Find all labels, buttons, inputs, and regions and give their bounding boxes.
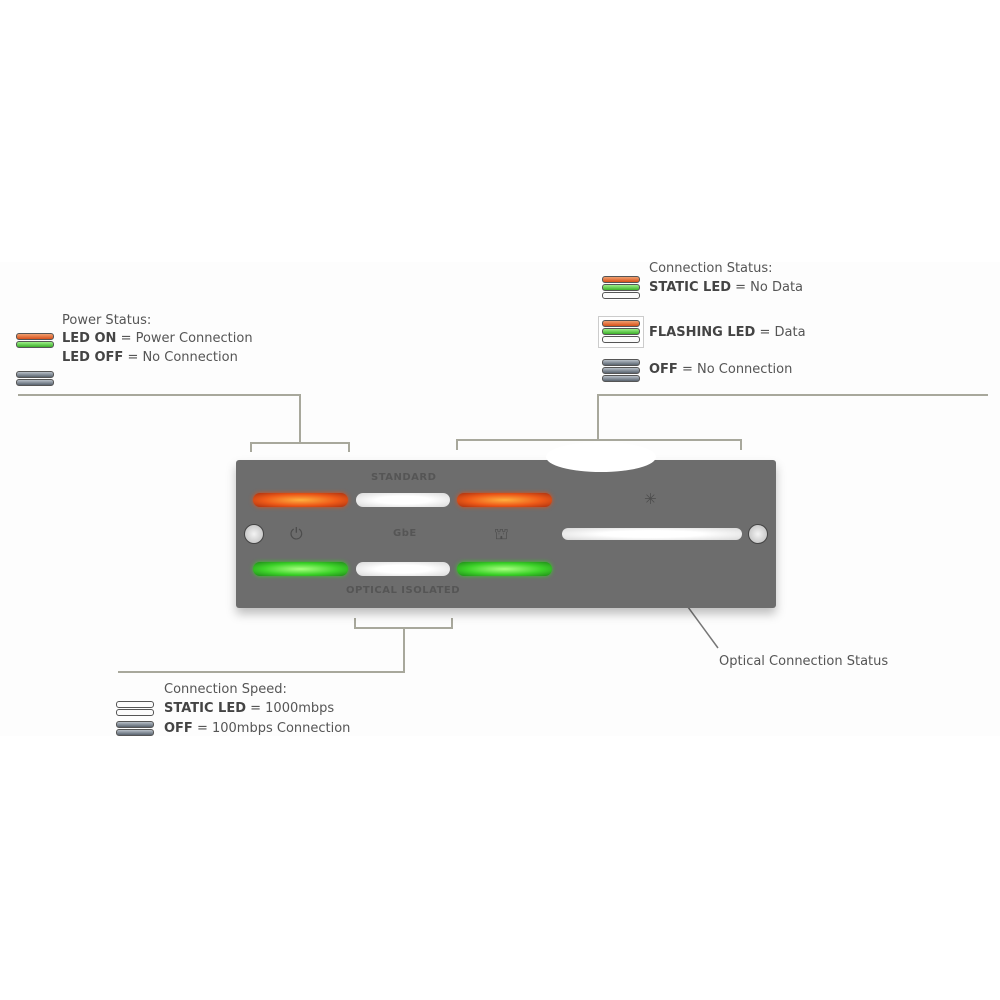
legend-value: = No Data — [735, 280, 804, 295]
speed-off-legend: OFF = 100mbps Connection — [164, 721, 350, 736]
flashing-led-legend: FLASHING LED = Data — [649, 325, 806, 340]
standard-label: STANDARD — [371, 472, 437, 483]
connection-led-green — [457, 562, 552, 576]
screw-right — [748, 524, 768, 544]
power-led-orange — [253, 493, 348, 507]
optical-isolated-label: OPTICAL ISOLATED — [346, 585, 461, 596]
power-on-legend: LED ON = Power Connection — [62, 331, 253, 346]
off-legend: OFF = No Connection — [649, 362, 792, 377]
flashing-led-swatch — [602, 320, 640, 344]
static-led-legend: STATIC LED = No Data — [649, 280, 803, 295]
gbe-label: GbE — [393, 528, 417, 539]
optical-connection-status-label: Optical Connection Status — [719, 654, 889, 669]
legend-key: STATIC LED — [164, 701, 246, 716]
speed-off-swatch — [116, 721, 154, 737]
laser-icon: ✳ — [644, 490, 657, 508]
network-icon: ⛫ — [494, 524, 509, 543]
legend-value: = Data — [759, 325, 806, 340]
connection-speed-title: Connection Speed: — [164, 682, 287, 697]
speed-static-legend: STATIC LED = 1000mbps — [164, 701, 334, 716]
power-status-title: Power Status: — [62, 313, 152, 328]
connection-led-orange — [457, 493, 552, 507]
off-swatch — [602, 359, 640, 383]
legend-value: = 100mbps Connection — [196, 721, 351, 736]
connection-bracket — [456, 439, 742, 450]
legend-key: OFF — [164, 721, 193, 736]
legend-key: OFF — [649, 362, 678, 377]
power-bracket — [250, 442, 350, 452]
network-card-bracket: STANDARD ⏻ GbE ⛫ ✳ OPTICAL ISOLATED — [236, 442, 776, 608]
speed-static-swatch — [116, 701, 154, 717]
led-on-swatch — [16, 333, 54, 349]
legend-key: STATIC LED — [649, 280, 731, 295]
legend-key: FLASHING LED — [649, 325, 756, 340]
legend-value: = No Connection — [127, 350, 238, 365]
speed-led-top — [356, 493, 450, 507]
bracket-notch — [546, 442, 656, 472]
speed-bracket — [354, 618, 453, 629]
legend-value: = Power Connection — [120, 331, 253, 346]
legend-key: LED OFF — [62, 350, 124, 365]
screw-left — [244, 524, 264, 544]
led-off-swatch — [16, 371, 54, 387]
speed-callout-line — [118, 628, 405, 673]
legend-value: = No Connection — [681, 362, 793, 377]
power-callout-line — [18, 394, 301, 443]
speed-led-bottom — [356, 562, 450, 576]
connection-callout-line — [597, 394, 988, 440]
optical-led — [562, 528, 742, 540]
power-icon: ⏻ — [290, 524, 303, 543]
legend-key: LED ON — [62, 331, 117, 346]
static-led-swatch — [602, 276, 640, 300]
legend-value: = 1000mbps — [250, 701, 335, 716]
connection-status-title: Connection Status: — [649, 261, 773, 276]
power-off-legend: LED OFF = No Connection — [62, 350, 238, 365]
power-led-green — [253, 562, 348, 576]
